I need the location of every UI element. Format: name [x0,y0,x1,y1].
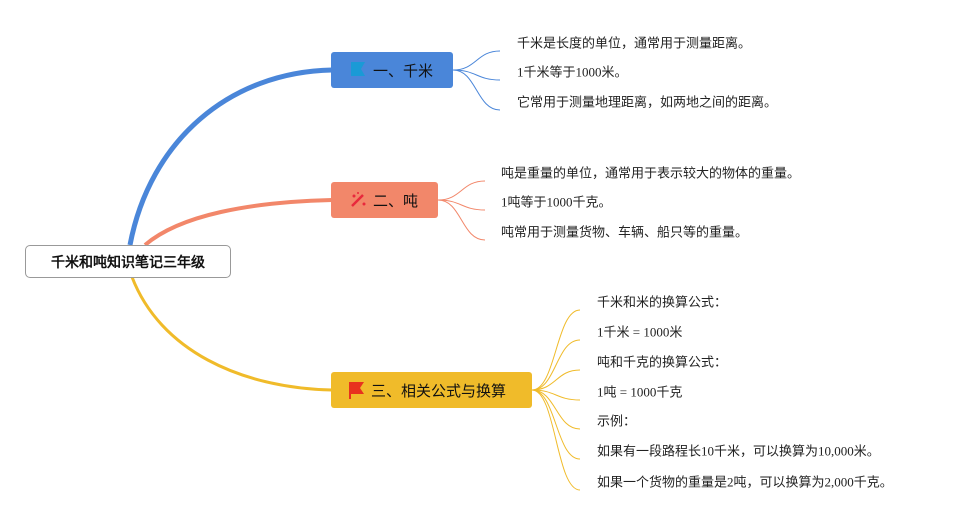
branch-label: 二、吨 [373,191,419,210]
root-node[interactable]: 千米和吨知识笔记三年级 [25,245,231,278]
leaf-connector [437,180,486,201]
leaf-node[interactable]: 千米是长度的单位，通常用于测量距离。 [517,35,752,51]
blue-flag-icon [351,62,365,76]
leaf-node[interactable]: 吨是重量的单位，通常用于表示较大的物体的重量。 [501,165,801,181]
leaf-node[interactable]: 吨和千克的换算公式： [597,354,728,370]
leaf-connector [531,309,581,391]
leaf-node[interactable]: 1千米等于1000米。 [517,64,628,80]
leaf-connector [531,389,581,491]
leaf-node[interactable]: 1吨等于1000千克。 [501,194,612,210]
connector-branch-2 [143,198,333,247]
branch-formulas[interactable]: 三、相关公式与换算 [331,372,532,408]
leaf-node[interactable]: 千米和米的换算公式： [597,294,728,310]
leaf-connector [452,50,501,71]
leaf-node[interactable]: 1千米 = 1000米 [597,324,683,340]
leaf-connector [531,389,581,430]
leaf-node[interactable]: 吨常用于测量货物、车辆、船只等的重量。 [501,224,749,240]
root-label: 千米和吨知识笔记三年级 [51,254,205,271]
leaf-connector [531,339,581,391]
red-flag-icon [349,382,364,399]
leaf-node[interactable]: 示例： [597,413,637,429]
leaf-connector [452,69,501,111]
branch-label: 一、千米 [373,61,434,80]
leaf-connector [437,199,486,241]
branch-label: 三、相关公式与换算 [371,381,507,400]
leaf-node[interactable]: 1吨 = 1000千克 [597,384,683,400]
branch-ton[interactable]: 二、吨 [331,182,438,218]
connector-branch-3 [130,276,333,392]
leaf-node[interactable]: 它常用于测量地理距离，如两地之间的距离。 [517,94,778,110]
connector-branch-1 [127,67,333,246]
leaf-node[interactable]: 如果有一段路程长10千米，可以换算为10,000米。 [597,443,880,459]
sparkle-icon [351,192,366,207]
leaf-connector [531,389,581,460]
branch-kilometer[interactable]: 一、千米 [331,52,453,88]
leaf-connectors [437,50,581,491]
leaf-node[interactable]: 如果一个货物的重量是2吨，可以换算为2,000千克。 [597,474,893,490]
leaf-connector [531,369,581,391]
